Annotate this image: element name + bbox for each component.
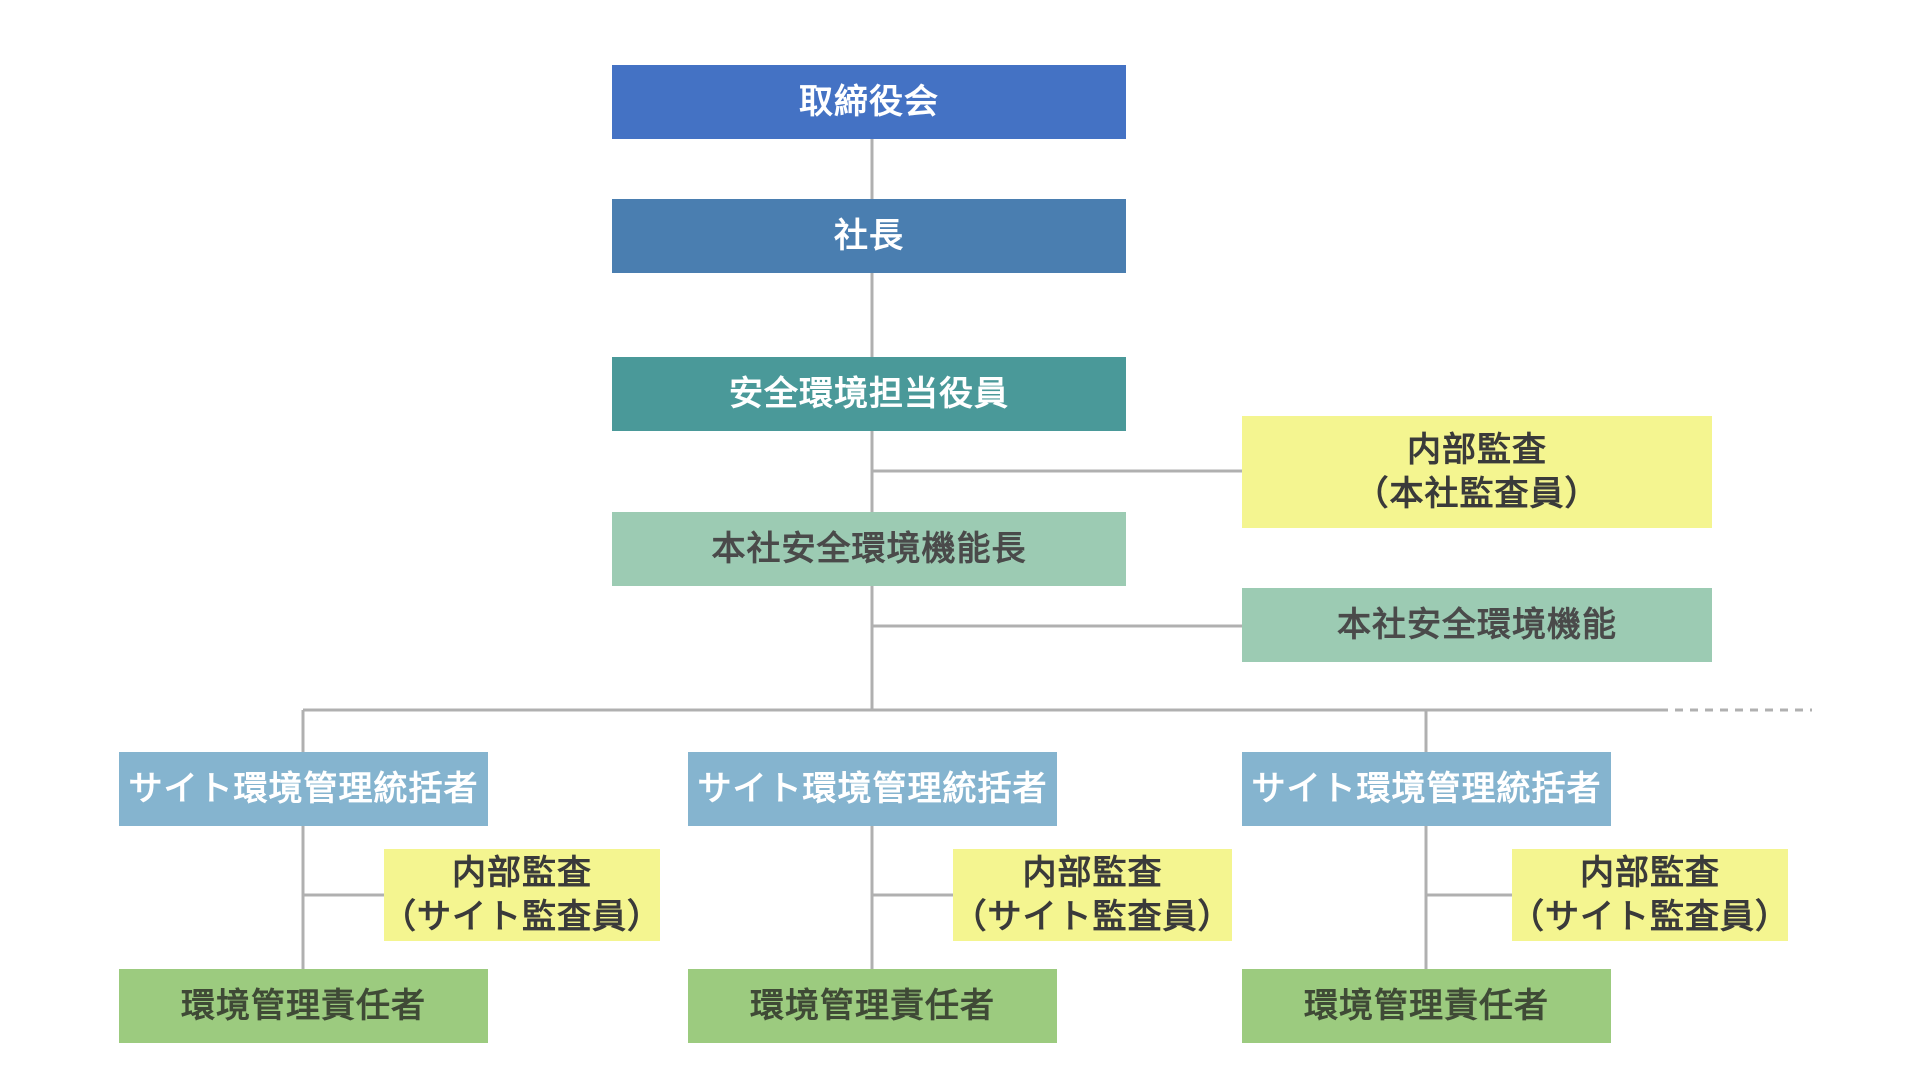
env-responsible-label: 環境管理責任者 — [1304, 985, 1549, 1026]
safety-env-officer-label: 安全環境担当役員 — [729, 373, 1009, 414]
president-box: 社長 — [612, 199, 1126, 273]
site-env-manager-label: サイト環境管理統括者 — [1251, 768, 1602, 809]
env-responsible-box: 環境管理責任者 — [1242, 969, 1611, 1043]
site-env-manager-label: サイト環境管理統括者 — [697, 768, 1048, 809]
site-env-manager-box: サイト環境管理統括者 — [1242, 752, 1611, 826]
hq-safety-env-function-box: 本社安全環境機能 — [1242, 588, 1712, 662]
env-responsible-box: 環境管理責任者 — [688, 969, 1057, 1043]
site-internal-audit-box: 内部監査 （サイト監査員） — [953, 849, 1232, 941]
hq-audit-subtitle: （本社監査員） — [1354, 474, 1600, 514]
site-audit-title: 内部監査 — [1580, 852, 1720, 893]
hq-internal-audit-box: 内部監査 （本社監査員） — [1242, 416, 1712, 528]
site-internal-audit-box: 内部監査 （サイト監査員） — [382, 849, 662, 941]
site-env-manager-box: サイト環境管理統括者 — [688, 752, 1057, 826]
hq-safety-env-head-box: 本社安全環境機能長 — [612, 512, 1126, 586]
env-responsible-label: 環境管理責任者 — [181, 985, 426, 1026]
env-responsible-label: 環境管理責任者 — [750, 985, 995, 1026]
hq-safety-env-function-label: 本社安全環境機能 — [1337, 604, 1617, 645]
site-env-manager-box: サイト環境管理統括者 — [119, 752, 488, 826]
site-audit-title: 内部監査 — [452, 852, 592, 893]
site-audit-subtitle: （サイト監査員） — [382, 897, 662, 937]
board-of-directors-box: 取締役会 — [612, 65, 1126, 139]
board-label: 取締役会 — [799, 81, 939, 122]
hq-audit-title: 内部監査 — [1407, 429, 1547, 470]
safety-env-officer-box: 安全環境担当役員 — [612, 357, 1126, 431]
site-env-manager-label: サイト環境管理統括者 — [128, 768, 479, 809]
env-responsible-box: 環境管理責任者 — [119, 969, 488, 1043]
site-audit-title: 内部監査 — [1022, 852, 1163, 893]
site-audit-subtitle: （サイト監査員） — [1510, 897, 1790, 937]
site-audit-subtitle: （サイト監査員） — [952, 897, 1233, 937]
site-internal-audit-box: 内部監査 （サイト監査員） — [1510, 849, 1790, 941]
president-label: 社長 — [834, 215, 904, 256]
hq-safety-env-head-label: 本社安全環境機能長 — [711, 528, 1027, 569]
